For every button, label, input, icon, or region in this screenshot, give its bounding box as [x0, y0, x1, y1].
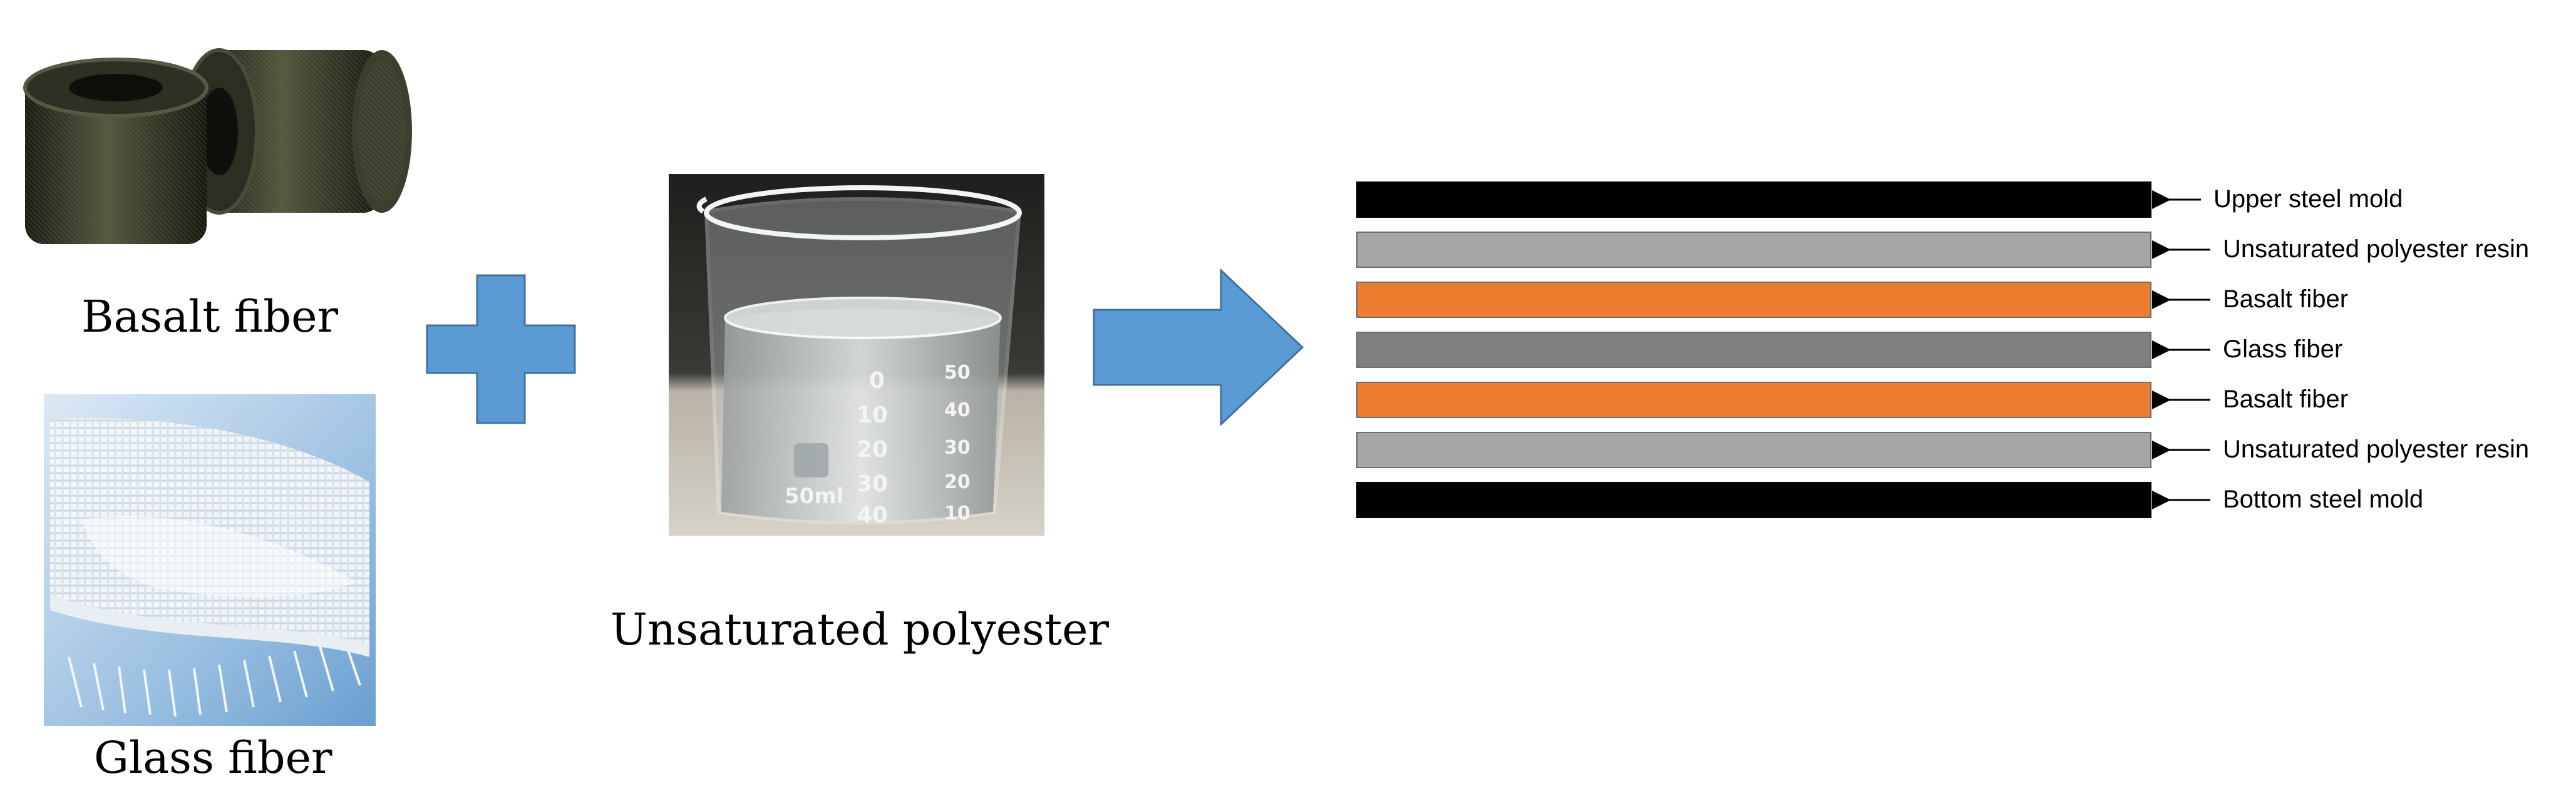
- beaker-scale-right-4: 10: [944, 503, 971, 524]
- layer-bar-4: [1356, 382, 2151, 418]
- glass-fiber-caption: Glass fiber: [94, 732, 332, 783]
- layer-label-3: Glass fiber: [2223, 335, 2343, 363]
- layer-bar-5: [1356, 432, 2151, 468]
- layer-bar-6: [1356, 482, 2151, 518]
- right-arrow-icon: [1093, 269, 1304, 426]
- layer-label-6: Bottom steel mold: [2223, 486, 2424, 513]
- beaker-scale-left-4: 40: [857, 503, 889, 528]
- layer-bar-2: [1356, 282, 2151, 318]
- basalt-fiber-caption: Basalt fiber: [81, 291, 338, 342]
- polyester-caption: Unsaturated polyester: [611, 604, 1110, 655]
- polyester-beaker-image: [669, 174, 1044, 536]
- beaker-scale-right-1: 40: [944, 399, 971, 421]
- layer-label-0: Upper steel mold: [2213, 185, 2403, 213]
- layer-label-1: Unsaturated polyester resin: [2223, 235, 2530, 263]
- beaker-scale-left-1: 10: [857, 402, 889, 428]
- beaker-scale-right-0: 50: [944, 362, 971, 384]
- layer-label-5: Unsaturated polyester resin: [2223, 436, 2530, 463]
- layer-bar-0: [1356, 181, 2151, 218]
- beaker-volume-label: 50ml: [785, 484, 844, 509]
- beaker-scale-left-2: 20: [857, 437, 889, 462]
- glass-fiber-image: [44, 394, 376, 726]
- beaker-scale-left-0: 0: [869, 368, 885, 394]
- plus-icon: [426, 274, 576, 424]
- beaker-scale-right-2: 30: [944, 437, 971, 459]
- beaker-scale: 50ml 0 10 20 30 40 50 40 30 20 10: [669, 174, 1044, 536]
- beaker-scale-left-3: 30: [857, 471, 889, 497]
- spool-left: [23, 58, 209, 244]
- layer-bar-3: [1356, 332, 2151, 368]
- basalt-fiber-image: [23, 48, 412, 244]
- layer-bar-1: [1356, 232, 2151, 268]
- layer-label-2: Basalt fiber: [2223, 285, 2349, 313]
- beaker-scale-right-3: 20: [944, 471, 971, 493]
- layer-label-4: Basalt fiber: [2223, 385, 2349, 413]
